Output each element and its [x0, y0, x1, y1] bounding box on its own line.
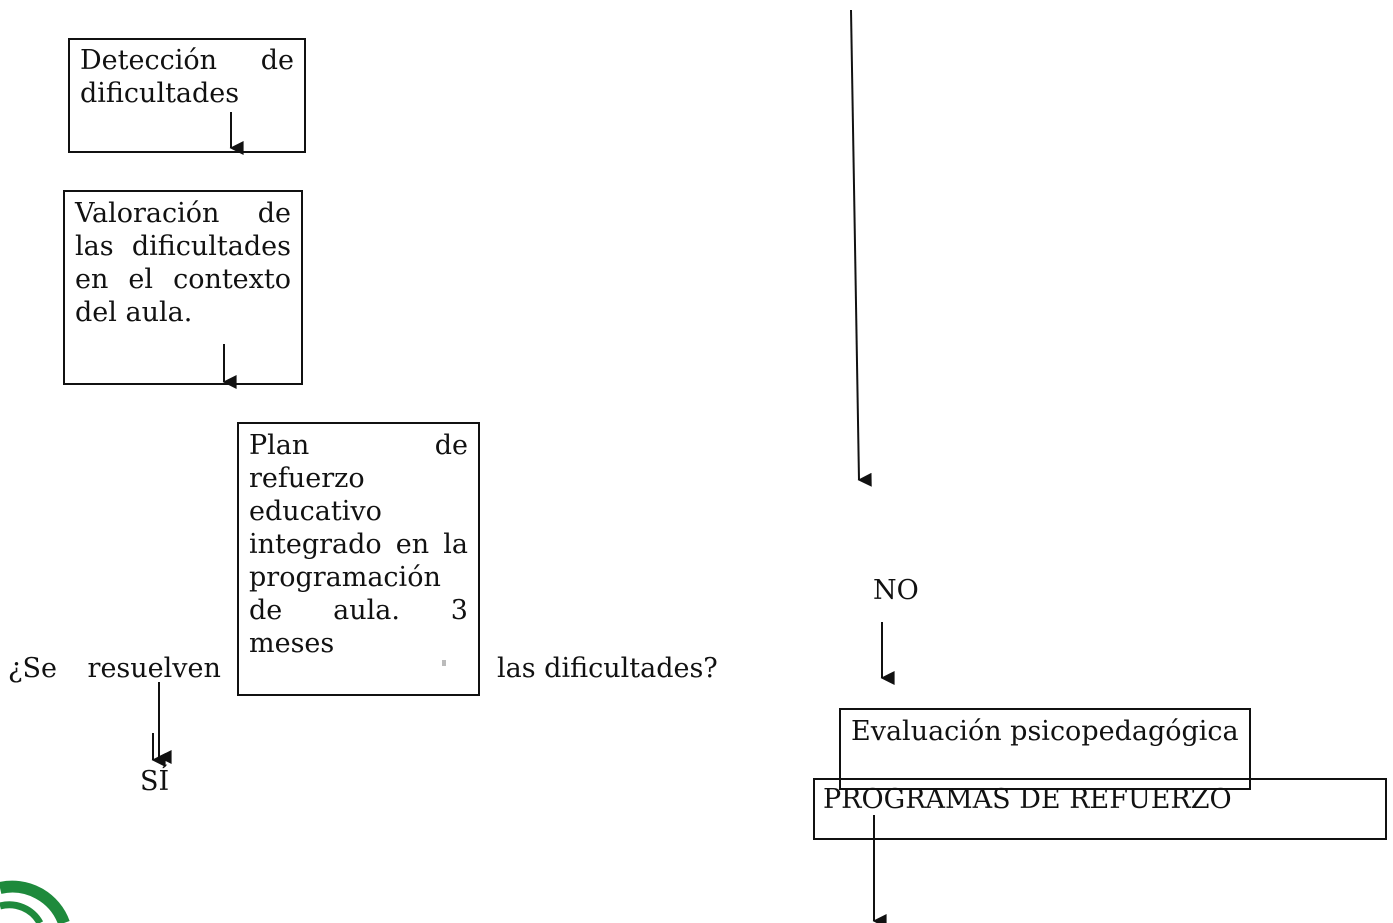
box-deteccion-text: Detección de dificultades: [80, 45, 294, 109]
label-pregunta-izq: ¿Se resuelven: [8, 653, 221, 684]
box-valoracion-text: Valoración de las dificultades en el con…: [75, 198, 291, 328]
box-plan: Plan de refuerzo educativo integrado en …: [237, 422, 480, 696]
box-valoracion: Valoración de las dificultades en el con…: [63, 190, 303, 385]
box-plan-text: Plan de refuerzo educativo integrado en …: [249, 430, 468, 659]
label-pregunta-der: las dificultades?: [497, 653, 718, 684]
logo-arc-icon: [0, 880, 70, 923]
box-deteccion: Detección de dificultades: [68, 38, 306, 153]
label-no: NO: [873, 575, 919, 606]
label-si: SÍ: [140, 766, 170, 797]
box-evaluacion-text: Evaluación psicopedagógica: [851, 716, 1239, 747]
small-mark: [442, 660, 446, 666]
box-evaluacion: Evaluación psicopedagógica: [839, 708, 1251, 790]
arrow-long-right: [850, 9, 872, 487]
box-programas: PROGRAMAS DE REFUERZO: [813, 778, 1387, 840]
box-programas-text: PROGRAMAS DE REFUERZO: [823, 784, 1232, 815]
